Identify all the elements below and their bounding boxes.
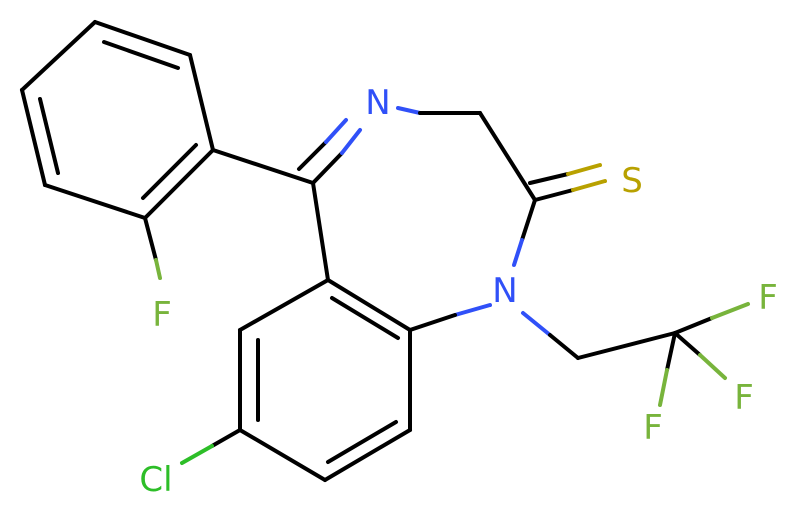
bond xyxy=(528,172,570,185)
bond xyxy=(330,296,400,340)
bond xyxy=(326,420,398,464)
bond xyxy=(520,198,537,242)
bond xyxy=(38,97,60,175)
bond xyxy=(673,331,702,357)
bond xyxy=(154,258,162,280)
fluorophenyl-ring xyxy=(20,20,215,220)
bond xyxy=(238,278,330,332)
bond xyxy=(43,183,147,220)
diazepine-ring xyxy=(297,106,607,332)
chlorobenzene-ring xyxy=(238,278,412,482)
bond xyxy=(478,111,537,202)
bond xyxy=(658,368,669,407)
bond xyxy=(188,53,215,152)
bond xyxy=(323,428,412,482)
bond xyxy=(311,181,330,282)
bond xyxy=(673,316,714,335)
bond xyxy=(211,148,315,185)
bond xyxy=(20,88,47,187)
bond xyxy=(180,444,214,465)
fluorine-cf3-top-label: F xyxy=(758,278,778,318)
bond xyxy=(143,216,158,262)
fluorine-aryl-label: F xyxy=(152,295,172,335)
bond xyxy=(143,148,215,220)
bond xyxy=(571,179,607,192)
bond xyxy=(408,313,457,332)
bond xyxy=(20,20,97,92)
bond xyxy=(665,331,677,372)
bond xyxy=(512,238,524,267)
bond xyxy=(576,331,677,360)
bond xyxy=(311,151,344,185)
chlorine-label: Cl xyxy=(139,460,172,500)
bond xyxy=(521,311,552,337)
trifluoroethyl-group xyxy=(521,302,750,407)
bond xyxy=(93,20,192,57)
bond xyxy=(324,118,348,144)
bond xyxy=(548,333,580,360)
sulfur-thione-label: S xyxy=(621,161,643,201)
nitrogen-amide-label: N xyxy=(492,271,517,311)
bond xyxy=(533,188,575,202)
bond xyxy=(566,163,602,176)
bond xyxy=(396,106,422,115)
bond xyxy=(698,353,727,380)
bond xyxy=(141,143,198,200)
bond xyxy=(102,40,180,70)
bond xyxy=(710,302,750,320)
bond xyxy=(297,140,328,171)
bond xyxy=(326,278,412,332)
bond xyxy=(238,428,327,482)
fluorine-cf3-bottom-label: F xyxy=(643,408,663,448)
bond xyxy=(453,303,492,317)
fluorine-cf3-right-label: F xyxy=(734,378,754,418)
nitrogen-imine-label: N xyxy=(365,83,390,123)
bond xyxy=(210,428,242,448)
bond xyxy=(340,128,362,155)
